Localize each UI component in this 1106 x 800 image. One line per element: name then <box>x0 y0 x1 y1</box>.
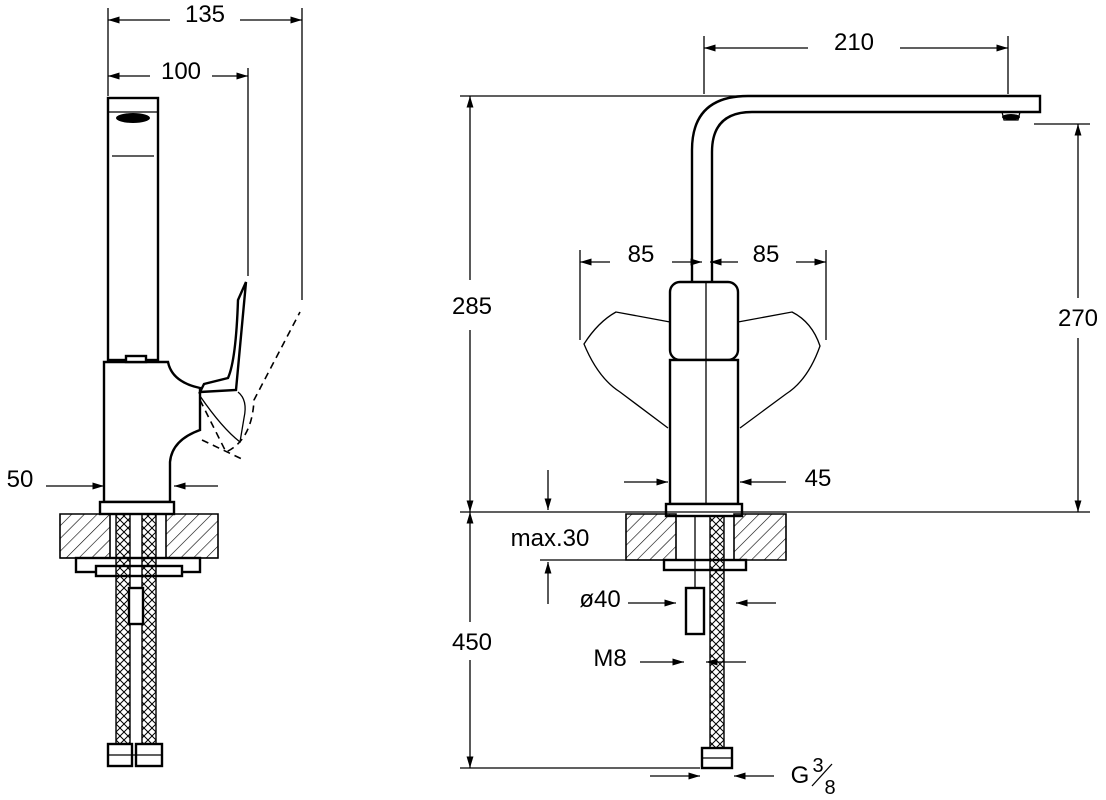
side-deck-hatch-right <box>165 513 219 559</box>
hole-diameter-label: ø40 <box>579 586 620 613</box>
side-dimensions: 135 100 50 <box>7 1 303 493</box>
front-handle-cap <box>668 280 740 362</box>
front-spout-height-label: 270 <box>1058 305 1098 332</box>
front-deck-hatch-right <box>733 513 787 561</box>
front-deck-hatch-left <box>625 513 677 561</box>
svg-text:3: 3 <box>812 755 823 777</box>
front-handle-left-label: 85 <box>628 241 655 268</box>
side-hose-left <box>115 513 131 745</box>
front-spout <box>690 94 1042 298</box>
front-faucet-body <box>668 358 740 506</box>
front-dimensions: 210 85 85 285 270 45 max.30 ø40 <box>452 29 1098 799</box>
side-aerator <box>116 113 150 123</box>
hose-length-label: 450 <box>452 629 492 656</box>
side-lever-handle <box>198 281 248 394</box>
side-spout-column <box>106 96 160 362</box>
deck-thickness-label: max.30 <box>511 525 590 552</box>
front-right-lever-rotated <box>737 311 821 429</box>
front-view <box>583 94 1042 770</box>
svg-text:8: 8 <box>824 777 835 799</box>
front-base-diameter-label: 45 <box>805 465 832 492</box>
side-deck-hatch-left <box>59 513 111 559</box>
svg-text:G: G <box>791 762 810 789</box>
side-view <box>59 96 301 768</box>
side-total-width-label: 135 <box>185 1 225 28</box>
hose-connection-label: G 3 8 <box>791 755 836 799</box>
side-faucet-body <box>102 360 202 504</box>
side-body-width-label: 100 <box>161 58 201 85</box>
front-hose <box>709 515 725 749</box>
side-hose-right <box>141 513 157 745</box>
stud-thread-label: M8 <box>593 645 626 672</box>
front-handle-right-label: 85 <box>753 241 780 268</box>
front-spout-reach-label: 210 <box>834 29 874 56</box>
front-total-height-label: 285 <box>452 293 492 320</box>
front-left-lever-rotated <box>583 311 671 429</box>
side-base-width-label: 50 <box>7 466 34 493</box>
front-stud <box>684 586 706 636</box>
